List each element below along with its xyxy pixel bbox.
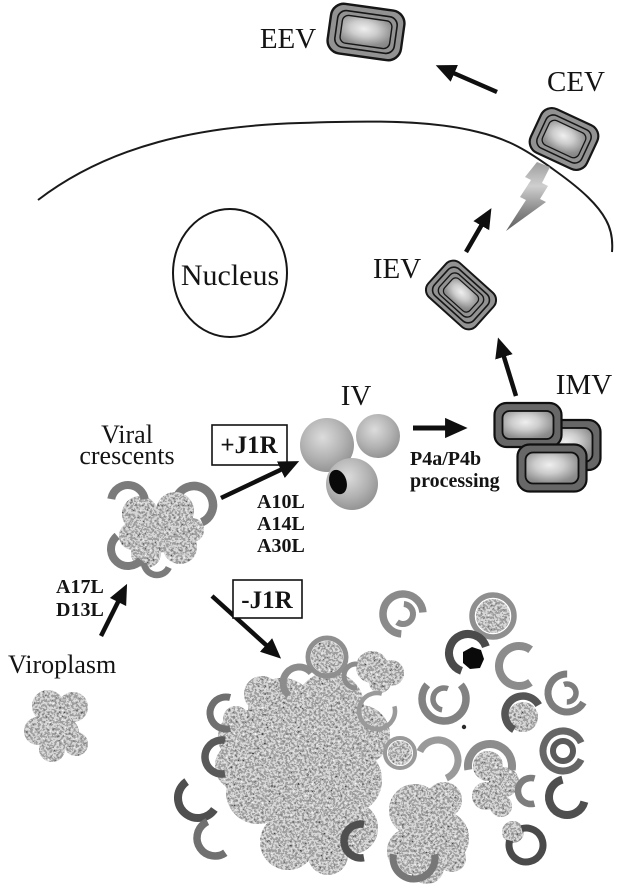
- crescent-arc: [544, 670, 590, 716]
- arrow-imv-to-iev: [495, 337, 519, 397]
- p4a-p4b-label: P4a/P4b: [410, 448, 481, 470]
- crescent-arc: [418, 673, 470, 725]
- crescent-arc: [174, 774, 222, 822]
- plus-j1r-label: +J1R: [220, 432, 278, 459]
- arrow-iev-to-cev: [464, 208, 492, 254]
- imv-virion: [516, 443, 588, 493]
- immature-particle: [383, 736, 417, 770]
- iv-particle: [300, 418, 354, 472]
- plus-j1r-box: +J1R: [211, 424, 288, 466]
- immature-particle: [502, 821, 524, 843]
- crescent-arc: [414, 736, 462, 784]
- iv-gene-label: A14L: [257, 513, 305, 535]
- crescent-core-blob: [119, 492, 204, 568]
- iv-particle-nucleoid: [329, 469, 347, 495]
- minus-j1r-label: -J1R: [241, 587, 293, 614]
- imv-virion: [493, 401, 563, 449]
- crescent-arc: [340, 820, 382, 862]
- viral-crescents-label-line2: crescents: [79, 441, 174, 470]
- cev-virion: [528, 106, 600, 172]
- crescent-arc: [341, 661, 371, 691]
- viroplasm-blob: [24, 690, 88, 762]
- crescent-arc: [539, 727, 587, 775]
- minus-j1r-box: -J1R: [232, 579, 303, 619]
- crescent-arc: [514, 774, 548, 808]
- crescent-arc: [464, 739, 516, 792]
- iv-particle-group: [300, 414, 400, 510]
- iv-gene-label: A30L: [257, 535, 305, 557]
- crescent-arc: [495, 642, 543, 690]
- crescent-arc: [445, 630, 491, 676]
- iev-label: IEV: [373, 253, 421, 285]
- crescent-arc: [390, 601, 416, 627]
- arrow-viroplasm-to-crescents: [98, 583, 128, 638]
- processing-label: processing: [410, 470, 500, 492]
- imv-virion-group: [493, 401, 602, 493]
- viral-crescents-label-line1: Viral: [101, 420, 153, 449]
- crescent-arc: [193, 816, 237, 860]
- iv-particle: [356, 414, 400, 458]
- arrow-cev-to-eev: [435, 65, 498, 95]
- crescent-arc: [356, 690, 398, 732]
- crescent-arc: [430, 685, 458, 713]
- crescent-arc: [505, 824, 547, 866]
- crescent-arc: [107, 528, 149, 570]
- nucleus: Nucleus: [172, 208, 288, 338]
- immature-particle: [469, 592, 517, 640]
- dense-particle: [463, 647, 484, 669]
- small-dot: [461, 724, 467, 730]
- nucleus-outline: [172, 208, 288, 338]
- nucleus-label: Nucleus: [181, 259, 279, 292]
- immature-particle: [305, 635, 349, 679]
- actin-tail-bolt: [506, 162, 550, 231]
- cell-membrane: [37, 120, 614, 253]
- crescent-arc: [555, 681, 579, 705]
- crescent-arc: [279, 663, 319, 703]
- arrow-crescents-to-iv: [220, 461, 300, 501]
- iv-label: IV: [341, 380, 372, 412]
- crescent-arc: [206, 693, 246, 733]
- iev-virion: [424, 259, 498, 331]
- crescent-arc: [140, 545, 174, 579]
- viral-crescent-figure: [107, 481, 218, 579]
- imv-label: IMV: [556, 369, 612, 401]
- aggregate-blob-top: [356, 651, 404, 693]
- cev-label: CEV: [547, 66, 605, 98]
- viroplasm-label: Viroplasm: [8, 650, 116, 679]
- crescent-arc: [379, 590, 427, 638]
- crescent-gene-label: A17L: [56, 576, 104, 598]
- crescent-arc: [550, 738, 576, 764]
- immature-particle: [508, 702, 538, 732]
- iv-gene-label: A10L: [257, 491, 305, 513]
- arrow-minus-j1r: [210, 594, 282, 659]
- crescent-arc: [201, 736, 243, 778]
- eev-virion: [326, 2, 406, 62]
- crescent-arc: [545, 775, 589, 819]
- eev-label: EEV: [260, 23, 316, 55]
- crescent-gene-label: D13L: [56, 599, 104, 621]
- aberrant-aggregate: [174, 590, 590, 884]
- crescent-arc: [107, 481, 149, 523]
- crescent-arc: [389, 833, 439, 883]
- crescent-arc: [501, 692, 545, 736]
